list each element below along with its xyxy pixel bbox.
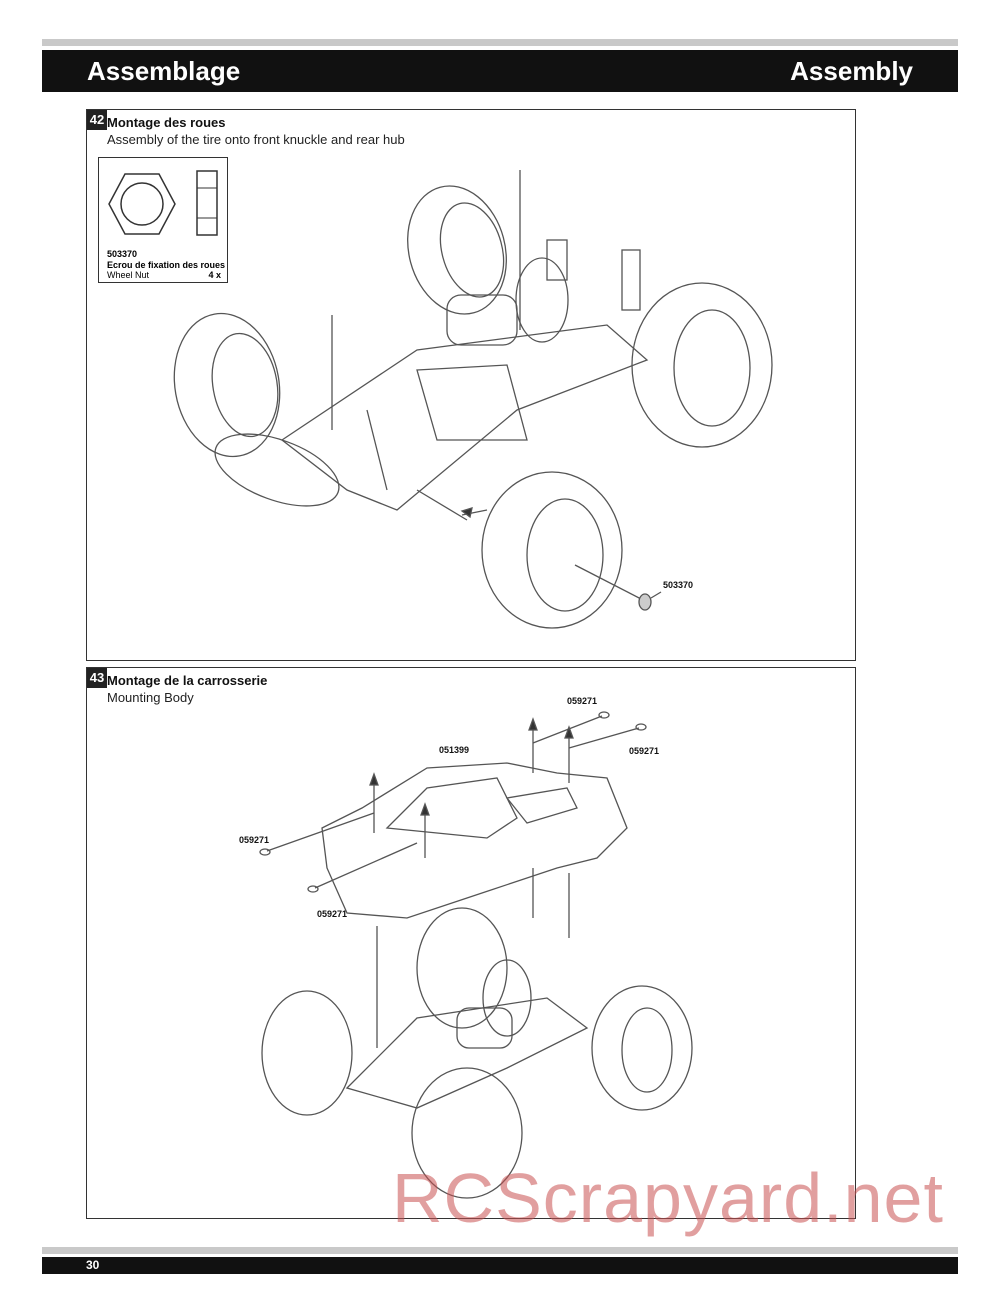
step-number: 43 — [87, 668, 107, 688]
page-number: 30 — [86, 1258, 100, 1272]
step-43-panel: 43 Montage de la carrosserie Mounting Bo… — [86, 667, 856, 1219]
part-box-wheel-nut: 503370 Ecrou de fixation des roues Wheel… — [98, 157, 228, 283]
part-name-en: Wheel Nut — [107, 270, 150, 280]
part-name-fr: Ecrou de fixation des roues — [107, 260, 226, 270]
body-mounting-illustration — [259, 711, 693, 1199]
callout-body-clip-left: 059271 — [239, 835, 270, 845]
step-title: Montage des roues — [107, 115, 226, 130]
step-subtitle: Mounting Body — [107, 690, 194, 705]
top-rule — [42, 39, 958, 46]
bottom-rule — [42, 1247, 958, 1254]
step-subtitle: Assembly of the tire onto front knuckle … — [107, 132, 405, 147]
part-quantity: 4 x — [208, 270, 221, 280]
truck-wheel-assembly-illustration — [173, 170, 773, 629]
callout-body-clip-top: 059271 — [567, 696, 598, 706]
wheel-nut-icon — [108, 170, 218, 236]
step-42-panel: 42 Montage des roues Assembly of the tir… — [86, 109, 856, 661]
page-footer: 30 — [42, 1257, 958, 1274]
step-number: 42 — [87, 110, 107, 130]
header-title-en: Assembly — [790, 56, 913, 86]
watermark: RCScrapyard.net — [392, 1159, 944, 1237]
callout-body-clip-front: 059271 — [317, 909, 348, 919]
callout-body-clip-right: 059271 — [629, 746, 660, 756]
step-title: Montage de la carrosserie — [107, 673, 268, 688]
callout-part-503370: 503370 — [663, 580, 694, 590]
header-title-fr: Assemblage — [87, 56, 241, 86]
callout-body-shell: 051399 — [439, 745, 470, 755]
part-number: 503370 — [107, 249, 138, 259]
page-header: Assemblage Assembly — [42, 50, 958, 92]
